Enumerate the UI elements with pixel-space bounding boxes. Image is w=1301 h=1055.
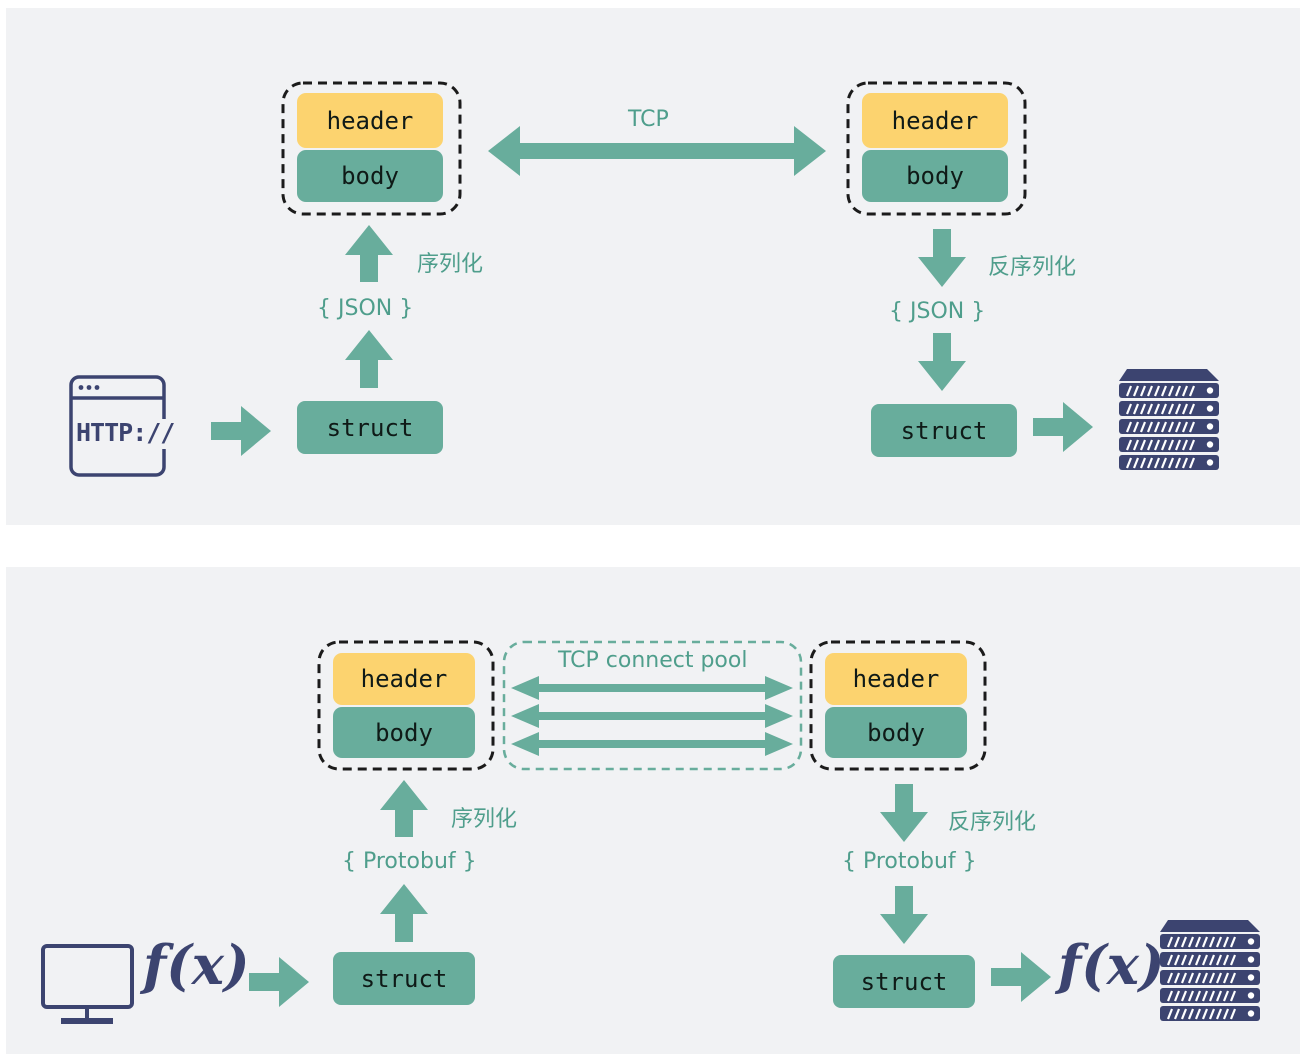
server-rack-icon-top: [1117, 367, 1221, 472]
struct-block-bottom-left: struct: [333, 952, 475, 1005]
body-block-top-left: body: [297, 150, 443, 202]
deserialize-label-top: 反序列化: [988, 255, 1077, 280]
serialize-label-top: 序列化: [417, 252, 484, 277]
serialize-arrow-bottom: [380, 780, 428, 837]
connection-pool-frame: [502, 640, 803, 771]
format-label-bottom-left: { Protobuf }: [342, 849, 477, 874]
packet-frame-bottom-left: [317, 640, 495, 771]
deserialize-arrow-bottom: [880, 784, 928, 842]
monitor-icon: [41, 944, 134, 1024]
format-label-bottom-right: { Protobuf }: [842, 849, 977, 874]
tcp-label: TCP: [628, 107, 669, 132]
http-icon-text: HTTP://: [76, 418, 175, 447]
struct-block-top-left: struct: [297, 401, 443, 454]
header-block-top-left: header: [297, 93, 443, 148]
body-block-bottom-left: body: [333, 707, 475, 758]
protobuf-to-struct-arrow-bottom: [880, 886, 928, 944]
deserialize-arrow-top: [918, 229, 966, 287]
http-browser-icon: [69, 375, 180, 477]
function-icon-left: f(x): [143, 933, 250, 997]
struct-block-bottom-right: struct: [833, 955, 975, 1008]
deserialize-label-bottom: 反序列化: [948, 810, 1037, 835]
protobuf-rpc-panel: [6, 567, 1300, 1054]
struct-to-protobuf-arrow-bottom: [380, 884, 428, 942]
pool-arrow-3: [511, 732, 793, 756]
header-block-bottom-left: header: [333, 653, 475, 705]
header-block-bottom-right: header: [825, 653, 967, 705]
format-label-top-right: { JSON }: [889, 299, 986, 324]
struct-to-json-arrow-top: [345, 330, 393, 388]
json-to-struct-arrow-top: [918, 333, 966, 391]
struct-to-function-arrow-bottom: [991, 952, 1051, 1002]
client-to-struct-arrow-top: [211, 406, 271, 456]
packet-frame-top-left: [281, 81, 462, 216]
struct-block-top-right: struct: [871, 404, 1017, 457]
body-block-top-right: body: [862, 150, 1008, 202]
function-icon-right: f(x): [1058, 933, 1165, 997]
client-to-struct-arrow-bottom: [249, 957, 309, 1007]
packet-frame-top-right: [846, 81, 1027, 216]
server-rack-icon-bottom: [1158, 918, 1262, 1023]
format-label-top-left: { JSON }: [317, 296, 414, 321]
serialize-label-bottom: 序列化: [451, 807, 518, 832]
pool-arrow-2: [511, 704, 793, 728]
struct-to-server-arrow-top: [1033, 402, 1093, 452]
connection-pool-label: TCP connect pool: [558, 648, 748, 673]
serialize-arrow-top: [345, 225, 393, 282]
body-block-bottom-right: body: [825, 707, 967, 758]
packet-frame-bottom-right: [809, 640, 987, 771]
tcp-double-arrow: [488, 126, 826, 176]
header-block-top-right: header: [862, 93, 1008, 148]
pool-arrow-1: [511, 676, 793, 700]
